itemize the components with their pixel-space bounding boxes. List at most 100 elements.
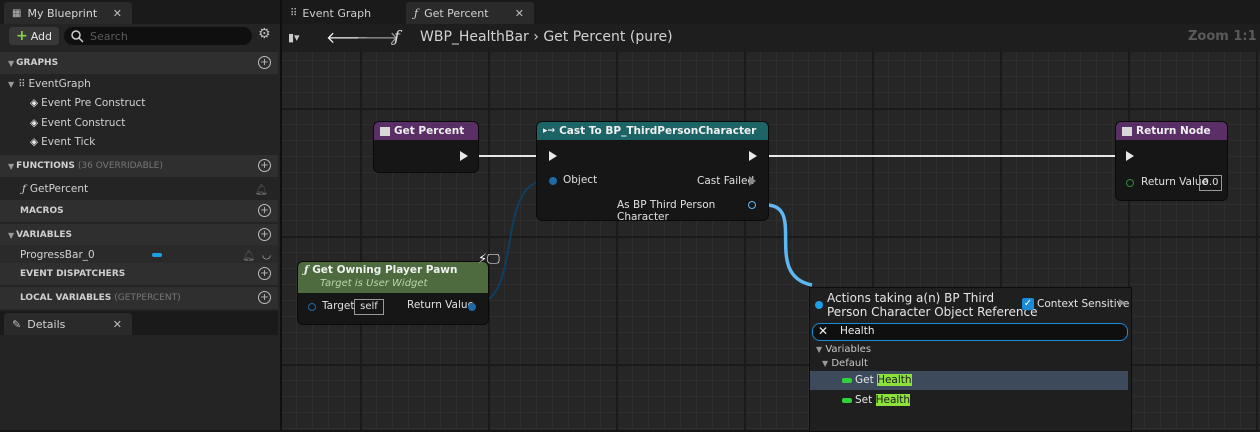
search-placeholder: Search: [90, 29, 128, 43]
get-owning-player-pawn-node[interactable]: ƒ Get Owning Player Pawn Target is User …: [298, 262, 488, 324]
tab-event-graph[interactable]: ⠿ Event Graph: [284, 2, 404, 24]
graph-tab-bar: ⠿ Event Graph ƒ Get Percent ✕: [282, 0, 1260, 24]
add-dispatcher-icon[interactable]: +: [258, 267, 271, 280]
section-macros[interactable]: MACROS +: [0, 200, 278, 222]
tab-details[interactable]: ✎ Details ✕: [4, 313, 132, 335]
bookmark-icon[interactable]: ▮▾: [288, 31, 300, 44]
details-icon: ✎: [12, 317, 22, 331]
graph-icon: ⠿: [290, 7, 298, 19]
return-node[interactable]: Return Node Return Value 0.0: [1116, 122, 1227, 200]
plus-icon: +: [15, 28, 28, 44]
section-graphs-label: GRAPHS: [16, 58, 59, 68]
return-value-output-pin[interactable]: [468, 303, 476, 311]
return-value-input[interactable]: 0.0: [1199, 175, 1222, 191]
add-button[interactable]: + Add: [9, 27, 59, 45]
action-prefix: Get: [855, 374, 878, 386]
section-graphs[interactable]: ▼ GRAPHS +: [0, 52, 278, 74]
add-local-variable-icon[interactable]: +: [258, 291, 271, 304]
action-item-get-health[interactable]: Get Health: [810, 371, 1128, 390]
context-sensitive-checkbox[interactable]: ✓: [1022, 298, 1034, 310]
tree-item-function[interactable]: ƒ GetPercent 🔔︎: [0, 179, 278, 199]
section-dispatchers-label: EVENT DISPATCHERS: [20, 269, 126, 279]
search-icon: [71, 30, 84, 43]
collapse-arrow-icon: ▼: [816, 345, 823, 354]
graph-canvas[interactable]: Get Percent ▸→ Cast To BP_ThirdPersonCha…: [282, 52, 1260, 432]
float-input-pin[interactable]: [1126, 179, 1134, 187]
section-variables[interactable]: ▼ VARIABLES +: [0, 224, 278, 246]
category-default[interactable]: ▼ Default: [822, 358, 868, 369]
details-tab-bar: ✎ Details ✕: [0, 311, 278, 335]
node-subtitle: Target is User Widget: [320, 278, 428, 289]
bell-icon: 🔔︎: [254, 183, 268, 196]
eventgraph-label: EventGraph: [28, 78, 91, 90]
exec-output-pin[interactable]: [460, 151, 468, 161]
net-client-icon: ⚡🖵: [478, 252, 500, 267]
target-input-pin[interactable]: [308, 303, 316, 311]
add-function-icon[interactable]: +: [258, 159, 271, 172]
context-menu-title-line1: Actions taking a(n) BP Third: [827, 291, 995, 305]
back-arrow-icon[interactable]: 🡐: [326, 28, 369, 47]
breadcrumb-root[interactable]: WBP_HealthBar: [420, 29, 529, 45]
action-search-input[interactable]: ✕ Health: [812, 323, 1128, 341]
section-local-variables[interactable]: LOCAL VARIABLES (GETPERCENT) +: [0, 287, 278, 309]
visibility-eye-icon[interactable]: ◡: [262, 249, 272, 261]
close-icon[interactable]: ✕: [514, 6, 524, 20]
event-label: Event Tick: [41, 136, 96, 148]
chevron-right-icon[interactable]: ▶: [1119, 298, 1126, 308]
as-character-output-pin[interactable]: [748, 201, 756, 209]
function-label: GetPercent: [29, 183, 89, 195]
tab-details-label: Details: [27, 317, 66, 331]
tab-get-percent[interactable]: ƒ Get Percent ✕: [406, 2, 534, 24]
collapse-arrow-icon: ▼: [8, 58, 15, 68]
event-label: Event Construct: [41, 117, 126, 129]
tree-item-event[interactable]: ◈ Event Pre Construct: [0, 93, 278, 113]
collapse-arrow-icon: ▼: [822, 359, 829, 368]
tree-item-eventgraph[interactable]: ▼ ⠿ EventGraph: [0, 74, 278, 94]
tree-item-variable[interactable]: ProgressBar_0 🔔︎ ◡: [0, 245, 278, 265]
tree-item-event[interactable]: ◈ Event Construct: [0, 113, 278, 133]
bell-icon: 🔔︎: [242, 249, 256, 262]
close-icon[interactable]: ✕: [112, 317, 122, 331]
section-event-dispatchers[interactable]: EVENT DISPATCHERS +: [0, 263, 278, 285]
node-header: Get Percent: [374, 122, 478, 140]
event-label: Event Pre Construct: [41, 97, 146, 109]
section-variables-label: VARIABLES: [16, 230, 72, 240]
add-graph-icon[interactable]: +: [258, 56, 271, 69]
forward-arrow-icon[interactable]: 🡒: [356, 28, 399, 47]
tab-my-blueprint[interactable]: ▦ My Blueprint ✕: [4, 2, 132, 24]
clear-search-icon[interactable]: ✕: [818, 324, 829, 338]
search-match-highlight: Health: [877, 374, 912, 386]
close-icon[interactable]: ✕: [112, 6, 122, 20]
node-header: ƒ Get Owning Player Pawn Target is User …: [298, 262, 488, 293]
blueprint-icon: ▦: [12, 7, 22, 19]
cast-failed-pin[interactable]: [749, 176, 756, 186]
node-title: Get Percent: [394, 125, 465, 137]
category-variables[interactable]: ▼ Variables: [816, 344, 871, 355]
gear-icon[interactable]: ⚙: [258, 26, 271, 42]
cast-node[interactable]: ▸→ Cast To BP_ThirdPersonCharacter Objec…: [537, 122, 768, 223]
exec-input-pin[interactable]: [549, 151, 557, 161]
action-item-set-health[interactable]: Set Health: [810, 391, 1128, 410]
search-input[interactable]: Search: [64, 27, 252, 45]
float-variable-icon: [842, 378, 852, 383]
object-input-pin[interactable]: [549, 177, 557, 185]
exec-input-pin[interactable]: [1126, 151, 1134, 161]
node-title: Return Node: [1136, 125, 1211, 137]
add-macro-icon[interactable]: +: [258, 204, 271, 217]
variable-type-pill-icon: [152, 253, 162, 257]
pin-label: Target: [322, 300, 355, 312]
left-tab-bar: ▦ My Blueprint ✕: [0, 0, 280, 24]
search-match-highlight: Health: [875, 394, 911, 406]
tree-item-event[interactable]: ◈ Event Tick: [0, 132, 278, 152]
tab-get-percent-label: Get Percent: [424, 6, 489, 20]
context-sensitive-label: Context Sensitive: [1037, 298, 1130, 310]
exec-output-pin[interactable]: [749, 151, 757, 161]
get-percent-node[interactable]: Get Percent: [374, 122, 478, 172]
target-value-field[interactable]: self: [354, 299, 384, 315]
add-variable-icon[interactable]: +: [258, 228, 271, 241]
section-functions[interactable]: ▼ FUNCTIONS (36 OVERRIDABLE) +: [0, 155, 278, 177]
collapse-arrow-icon: ▼: [8, 230, 15, 240]
event-icon: ◈: [30, 97, 39, 109]
